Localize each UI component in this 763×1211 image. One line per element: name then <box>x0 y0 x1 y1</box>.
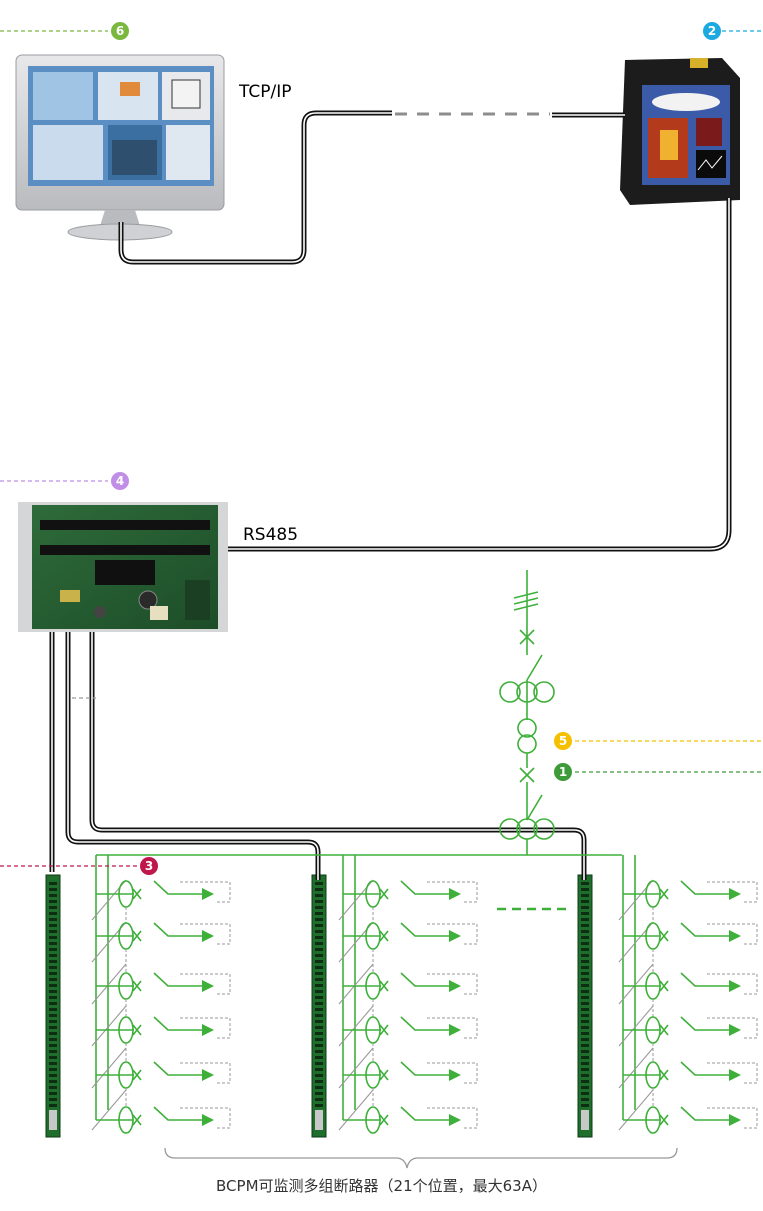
badge-3: 3 <box>140 857 158 875</box>
badge-4: 4 <box>111 472 129 490</box>
main-feed <box>96 570 622 856</box>
cable-rs485 <box>228 198 732 552</box>
tcpip-label: TCP/IP <box>239 82 292 102</box>
badge-5: 5 <box>554 732 572 750</box>
badge-1: 1 <box>554 763 572 781</box>
badge-2: 2 <box>703 22 721 40</box>
breaker-panel <box>618 855 758 1134</box>
leader-lines <box>0 30 763 867</box>
caption-bracket <box>164 1147 678 1169</box>
hmi-touchscreen-icon <box>620 58 740 205</box>
cable-tcpip <box>118 110 625 265</box>
breaker-panel <box>91 855 231 1134</box>
badge-6: 6 <box>111 22 129 40</box>
current-sensor-strip-icon <box>45 874 61 1138</box>
rs485-label: RS485 <box>243 525 299 545</box>
cable-sensors <box>49 632 587 880</box>
caption: BCPM可监测多组断路器（21个位置，最大63A） <box>216 1177 547 1195</box>
breaker-panel <box>338 855 478 1134</box>
bcpm-board-icon <box>18 502 228 632</box>
monitor-icon <box>15 54 225 241</box>
